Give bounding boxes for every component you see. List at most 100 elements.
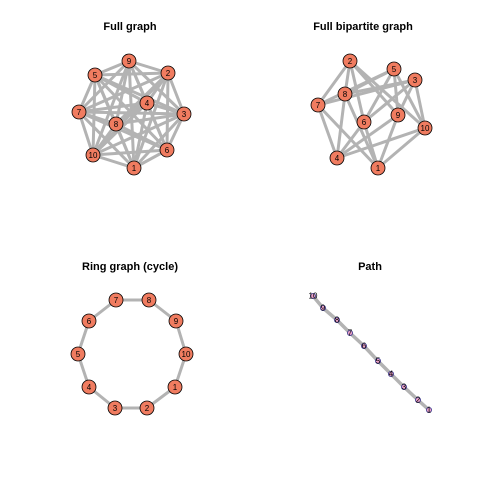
node-label: 3: [182, 110, 187, 119]
edge-6-10: [91, 148, 169, 157]
node-circle: [108, 116, 124, 132]
node-label: 8: [335, 315, 340, 324]
node-6: 6: [81, 313, 97, 329]
node-circle: [168, 313, 184, 329]
node-circle: [81, 313, 97, 329]
node-circle: [160, 65, 176, 81]
panel-title-ring-graph: Ring graph (cycle): [82, 261, 178, 273]
node-label: 7: [77, 108, 82, 117]
node-8: 8: [337, 86, 353, 102]
node-label: 6: [87, 317, 92, 326]
edge-1-8: [343, 92, 380, 170]
node-circle: [356, 114, 372, 130]
edge-3-8: [343, 78, 417, 96]
node-7: 7: [71, 104, 87, 120]
node-circle: [176, 106, 192, 122]
edge-7-6: [348, 331, 366, 348]
node-circle: [108, 292, 124, 308]
node-circle: [407, 72, 423, 88]
node-circle: [139, 400, 155, 416]
node-3: 3: [176, 106, 192, 122]
node-label: 5: [93, 71, 98, 80]
node-label: 5: [392, 65, 397, 74]
node-label: 9: [321, 303, 326, 312]
node-label: 7: [114, 296, 119, 305]
node-label: 10: [89, 151, 98, 160]
node-2: 2: [414, 395, 421, 404]
edge-7-9: [77, 59, 131, 114]
edge-7-10: [77, 110, 95, 157]
node-label: 2: [145, 404, 150, 413]
node-10: 10: [417, 120, 433, 136]
node-circle: [329, 150, 345, 166]
node-label: 1: [376, 164, 381, 173]
node-label: 4: [87, 383, 92, 392]
node-label: 10: [309, 291, 318, 300]
node-label: 4: [145, 99, 150, 108]
node-label: 3: [113, 404, 118, 413]
node-8: 8: [333, 315, 340, 324]
node-circle: [333, 316, 340, 323]
node-9: 9: [168, 313, 184, 329]
node-5: 5: [374, 356, 381, 365]
node-circle: [346, 329, 353, 336]
node-circle: [425, 406, 432, 413]
panel-title-full-bipartite-graph: Full bipartite graph: [313, 21, 413, 33]
node-circle: [310, 97, 326, 113]
node-circle: [70, 346, 86, 362]
edge-6-8: [114, 122, 169, 152]
node-label: 9: [396, 111, 401, 120]
edge-4-7: [316, 103, 339, 160]
edge-2-7: [316, 59, 352, 107]
node-10: 10: [309, 291, 318, 300]
edge-5-6: [362, 67, 396, 124]
node-label: 6: [165, 146, 170, 155]
edge-5-8: [343, 67, 396, 96]
edge-1-10: [376, 126, 427, 170]
node-circle: [417, 120, 433, 136]
node-label: 1: [132, 164, 137, 173]
node-6: 6: [159, 142, 175, 158]
node-2: 2: [160, 65, 176, 81]
node-10: 10: [178, 346, 194, 362]
nodes-full-graph: 1 2 3 4 5 6 7 8 9 10: [71, 53, 192, 176]
node-circle: [387, 370, 394, 377]
node-circle: [81, 379, 97, 395]
panel-title-full-graph: Full graph: [103, 21, 156, 33]
node-label: 10: [421, 124, 430, 133]
node-label: 7: [316, 101, 321, 110]
node-label: 7: [348, 328, 353, 337]
edge-5-9: [392, 67, 400, 117]
node-circle: [374, 357, 381, 364]
node-circle: [71, 104, 87, 120]
node-8: 8: [141, 292, 157, 308]
node-7: 7: [108, 292, 124, 308]
node-label: 3: [413, 76, 418, 85]
node-circle: [400, 383, 407, 390]
node-1: 1: [425, 405, 432, 414]
edge-8-9: [114, 59, 131, 126]
node-4: 4: [329, 150, 345, 166]
node-3: 3: [107, 400, 123, 416]
node-8: 8: [108, 116, 124, 132]
node-1: 1: [370, 160, 386, 176]
node-5: 5: [386, 61, 402, 77]
edge-3-10: [413, 78, 427, 130]
node-label: 10: [182, 350, 191, 359]
node-circle: [139, 95, 155, 111]
node-5: 5: [87, 67, 103, 83]
edge-2-6: [165, 71, 170, 152]
edge-5-8: [93, 73, 118, 126]
edge-4-9: [335, 113, 400, 160]
node-9: 9: [121, 53, 137, 69]
node-3: 3: [407, 72, 423, 88]
node-label: 6: [362, 341, 367, 350]
node-circle: [319, 304, 326, 311]
node-4: 4: [81, 379, 97, 395]
